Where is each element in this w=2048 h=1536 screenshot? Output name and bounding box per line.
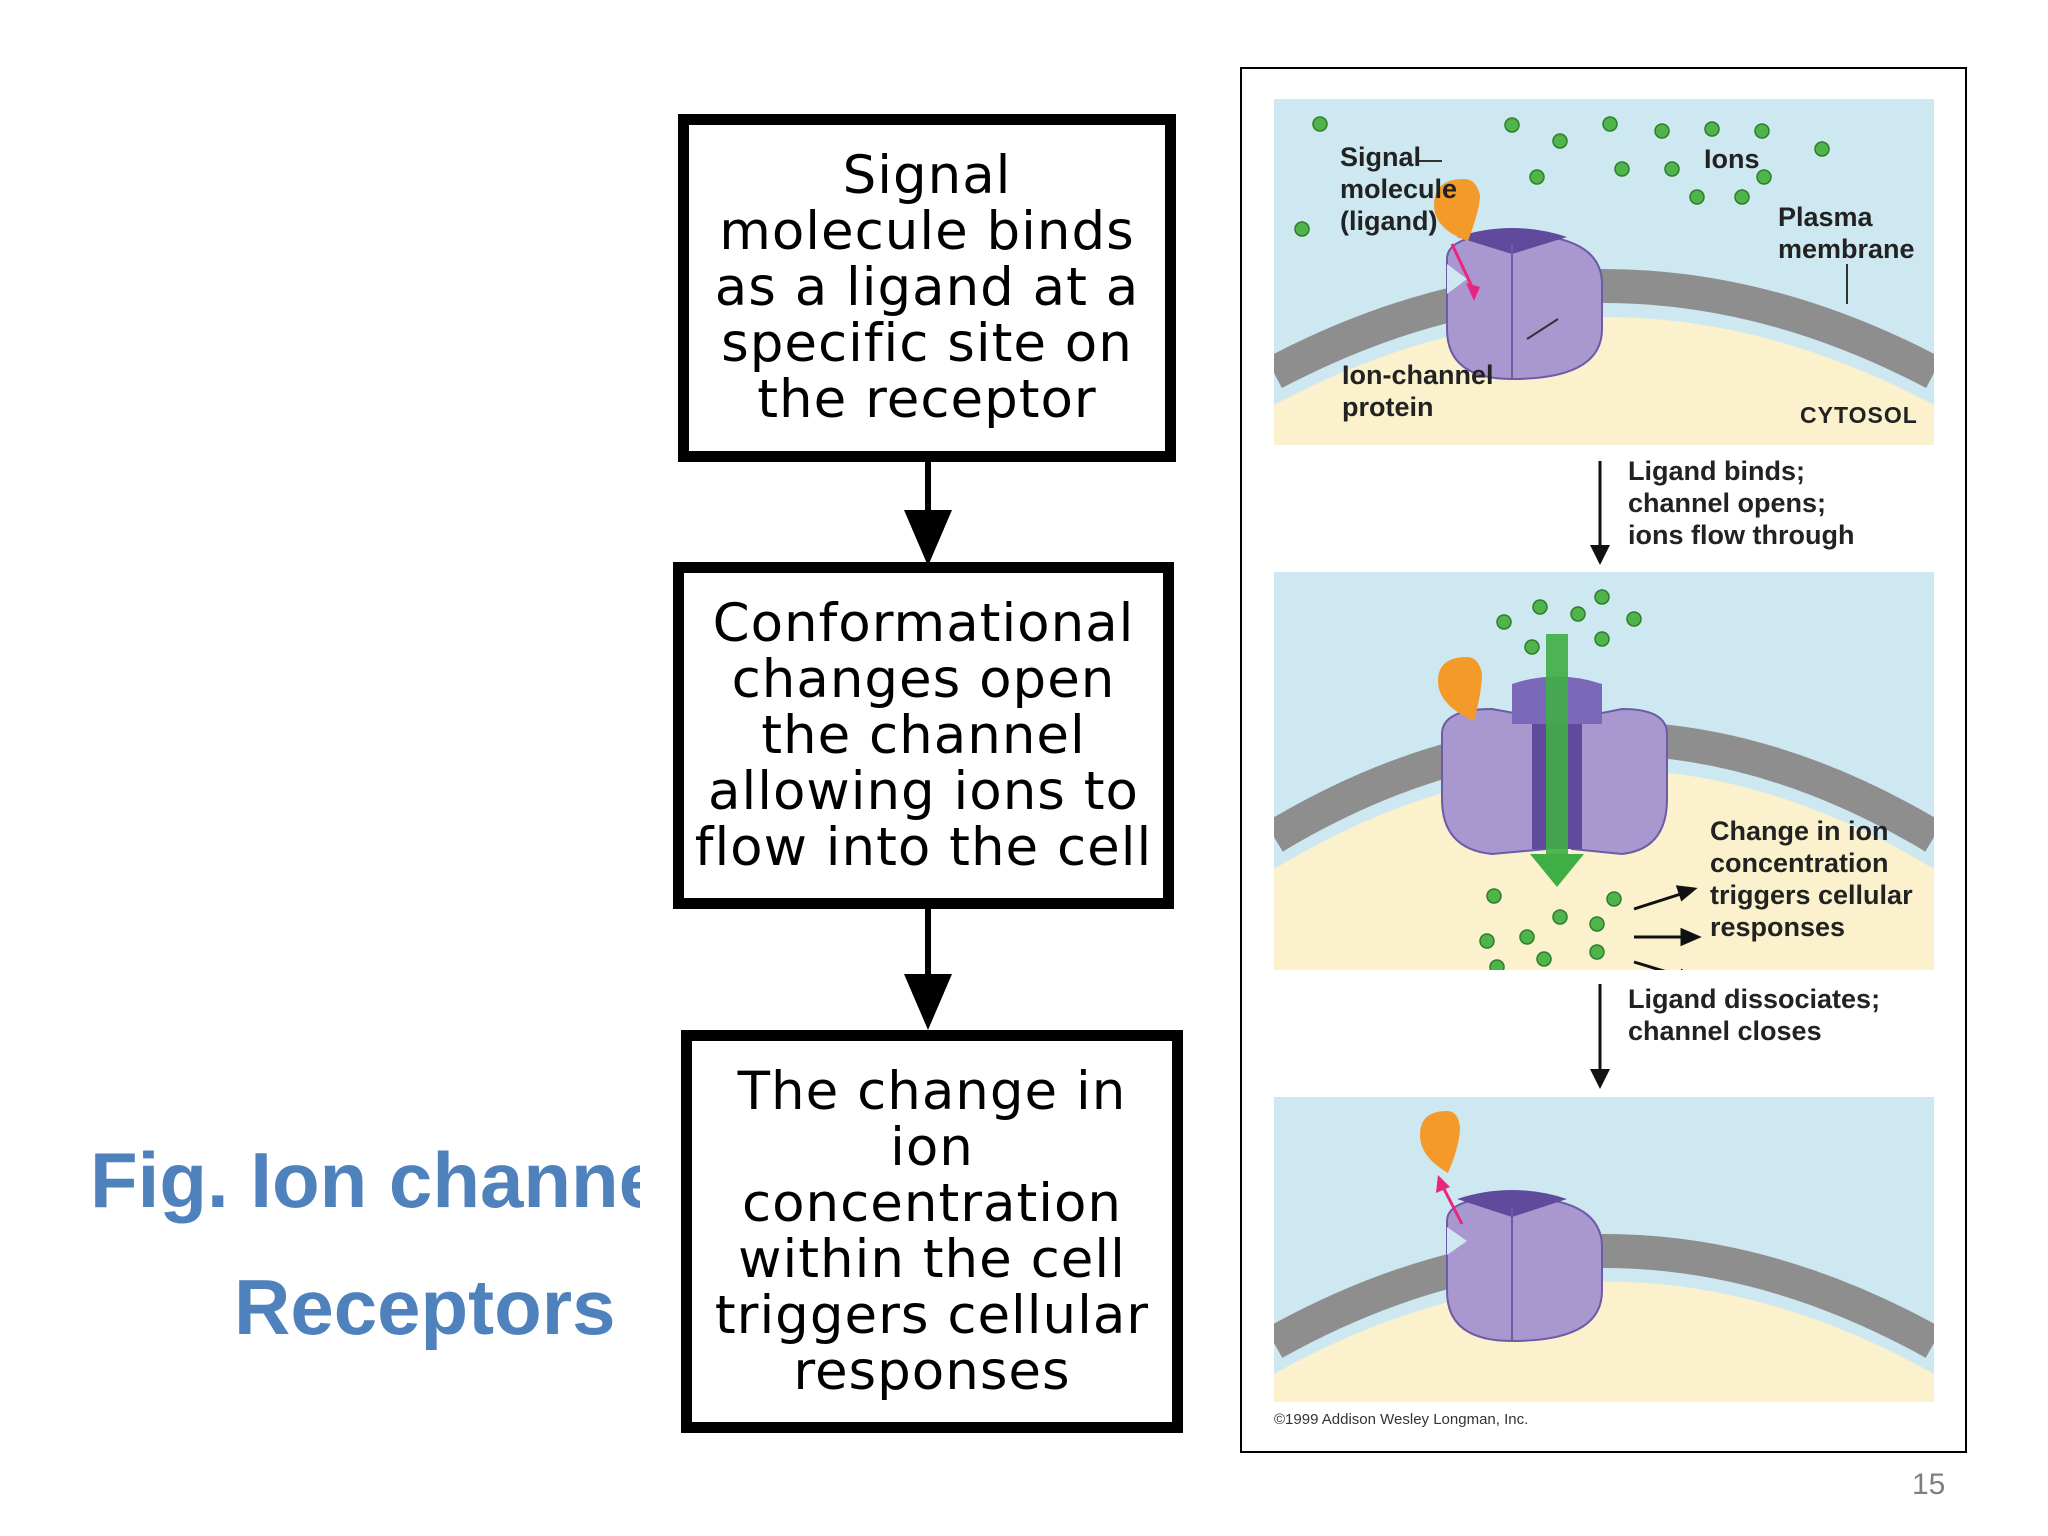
panel1-ligand	[1434, 179, 1480, 241]
label-cytosol: CYTOSOL	[1800, 402, 1918, 428]
label-plasma-membrane: Plasma membrane	[1778, 202, 1915, 264]
flow-arrow-1-line	[925, 460, 931, 530]
panel2-ions	[1479, 589, 1642, 970]
panel-open	[1274, 572, 1934, 970]
caption-ligand-dissociates: Ligand dissociates; channel closes	[1628, 984, 1881, 1046]
slide-title-line1: Fig. Ion channel	[90, 1136, 640, 1224]
panel1-membrane	[1274, 269, 1934, 389]
flow-step-1-text: Signal molecule binds as a ligand at a s…	[714, 145, 1140, 430]
flow-step-3: The change in ion concentration within t…	[681, 1030, 1183, 1433]
slide-title-line2: Receptors	[234, 1263, 616, 1351]
caption-ligand-binds: Ligand binds; channel opens; ions flow t…	[1628, 456, 1855, 550]
label-ion-channel-protein: Ion-channel protein	[1342, 360, 1494, 422]
panel3-cytosol	[1274, 1281, 1934, 1402]
panel2-response-arrows	[1633, 885, 1702, 970]
transition-arrow-1-head	[1590, 545, 1610, 565]
panel3-membrane	[1274, 1234, 1934, 1358]
flow-step-1: Signal molecule binds as a ligand at a s…	[678, 114, 1176, 462]
panel1-pointer	[1450, 243, 1476, 292]
panel1-ions	[1294, 116, 1830, 237]
panel1-channel-protein	[1446, 228, 1603, 381]
flow-arrow-1-head	[904, 510, 952, 566]
flow-arrow-2-head	[904, 974, 952, 1030]
panel-closed	[1274, 1097, 1934, 1402]
label-signal-molecule: Signal molecule (ligand)	[1340, 142, 1458, 236]
label-ions: Ions	[1704, 144, 1760, 174]
panel2-ligand	[1438, 657, 1482, 721]
copyright-notice: ©1999 Addison Wesley Longman, Inc.	[1274, 1411, 1529, 1428]
panel1-cytosol	[1274, 317, 1934, 445]
flow-step-2-text: Conformational changes open the channel …	[694, 592, 1153, 878]
page-number: 15	[1912, 1468, 1946, 1501]
panel3-pointer	[1440, 1184, 1464, 1225]
transition-arrow-2-head	[1590, 1069, 1610, 1089]
panel2-cytosol	[1274, 769, 1934, 970]
panel-closed-bound	[1274, 99, 1934, 445]
figure-illustration	[1274, 99, 1934, 1402]
label-change-in-ion: Change in ion concentration triggers cel…	[1710, 816, 1913, 942]
flow-step-3-text: The change in ion concentration within t…	[714, 1060, 1150, 1402]
panel3-ligand	[1420, 1111, 1460, 1173]
flow-step-2: Conformational changes open the channel …	[673, 562, 1174, 909]
flow-arrow-2-line	[925, 907, 931, 977]
panel3-channel-protein	[1446, 1190, 1603, 1343]
panel2-flow-arrow	[1546, 634, 1568, 859]
ion-channel-figure: Signal molecule (ligand) Ions Plasma mem…	[1240, 67, 1967, 1453]
